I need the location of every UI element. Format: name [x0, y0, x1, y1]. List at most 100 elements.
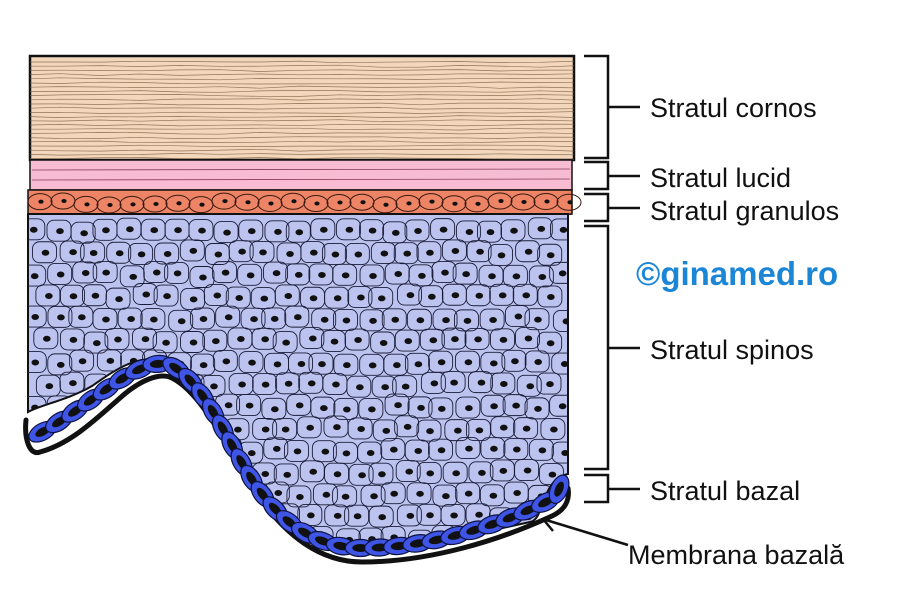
spinous-cell-nucleus: [538, 447, 547, 454]
spinous-cell: [178, 415, 204, 438]
spinous-cell: [515, 240, 541, 263]
spinous-cell-nucleus: [559, 226, 568, 233]
spinous-cell-nucleus: [522, 425, 531, 432]
spinous-cell-nucleus: [320, 226, 328, 233]
spinous-cell: [285, 263, 311, 286]
spinous-cell-nucleus: [392, 229, 400, 236]
spinous-cell-nucleus: [212, 338, 220, 345]
spinous-cell: [404, 439, 430, 462]
spinous-cell: [213, 221, 239, 244]
spinous-cell-nucleus: [235, 295, 244, 302]
spinous-cell: [143, 261, 169, 283]
stratum-spinosum: [27, 213, 569, 555]
granular-cell: [119, 195, 145, 213]
spinous-cell: [479, 308, 505, 331]
spinous-cell-nucleus: [414, 361, 423, 368]
spinous-cell: [296, 416, 322, 439]
spinous-cell: [249, 240, 275, 263]
granular-cell-nucleus: [337, 200, 343, 205]
spinous-cell: [419, 328, 445, 351]
basal-cell-nucleus: [149, 359, 166, 368]
spinous-cell-nucleus: [246, 534, 254, 541]
spinous-cell-nucleus: [164, 512, 172, 519]
corneum-fiber: [30, 90, 574, 93]
spinous-cell: [252, 373, 278, 396]
spinous-cell-nucleus: [102, 227, 110, 234]
spinous-cell-nucleus: [464, 490, 473, 497]
spinous-cell-nucleus: [43, 335, 51, 342]
basal-cell-nucleus: [538, 497, 553, 508]
spinous-cell: [129, 415, 155, 438]
spinous-cell-nucleus: [437, 405, 446, 412]
spinous-cell-nucleus: [414, 448, 423, 455]
spinous-cell-nucleus: [30, 273, 39, 280]
spinous-cell-nucleus: [391, 316, 400, 323]
spinous-cell-nucleus: [189, 247, 198, 254]
spinous-cell-nucleus: [261, 381, 270, 388]
spinous-cell: [455, 396, 481, 419]
granular-cell: [142, 195, 168, 213]
spinous-cell-nucleus: [426, 249, 434, 256]
spinous-cell-nucleus: [177, 318, 186, 325]
spinous-cell-nucleus: [404, 338, 413, 345]
spinous-cell: [84, 506, 110, 529]
spinous-cell-nucleus: [490, 403, 498, 410]
spinous-cell: [69, 441, 95, 464]
spinous-cell: [550, 218, 568, 241]
spinous-cell: [441, 327, 467, 350]
label-stratum-corneum: Stratul cornos: [650, 93, 817, 123]
spinous-cell-nucleus: [452, 470, 460, 477]
corneum-fiber: [30, 102, 574, 106]
spinous-cell-nucleus: [222, 358, 231, 365]
spinous-cell-nucleus: [513, 538, 521, 545]
spinous-cell-nucleus: [130, 535, 139, 542]
spinous-cell-nucleus: [78, 314, 86, 321]
spinous-cell: [95, 526, 121, 549]
spinous-cell: [180, 331, 205, 353]
spinous-cell-nucleus: [546, 252, 555, 259]
granular-cell: [211, 192, 237, 210]
spinous-cell-nucleus: [190, 512, 198, 519]
spinous-cell-nucleus: [345, 226, 354, 233]
membrane-pointer-line: [545, 518, 629, 547]
spinous-cell: [464, 327, 490, 350]
spinous-cell: [106, 241, 132, 264]
spinous-cell-nucleus: [322, 491, 331, 498]
spinous-cell-nucleus: [406, 292, 415, 299]
spinous-cell-nucleus: [198, 448, 207, 455]
spinous-cell-nucleus: [221, 269, 230, 276]
spinous-cell: [359, 219, 385, 242]
spinous-cell: [117, 307, 143, 330]
spinous-cell-nucleus: [261, 336, 269, 343]
spinous-cell: [94, 441, 120, 464]
spinous-cell-nucleus: [245, 402, 254, 409]
spinous-cell-nucleus: [153, 404, 161, 411]
stratum-basale: [23, 354, 571, 565]
corneum-fiber: [30, 60, 574, 64]
spinous-cell: [34, 463, 60, 486]
granular-cell-nucleus: [498, 199, 504, 204]
spinous-cell-nucleus: [512, 402, 520, 409]
granular-cell-nucleus: [130, 202, 136, 207]
spinous-cell-nucleus: [150, 316, 158, 323]
spinous-cell: [120, 527, 146, 550]
spinous-cell-nucleus: [378, 514, 387, 521]
spinous-cell: [190, 353, 216, 376]
spinous-cell: [370, 242, 396, 264]
granular-cell-nucleus: [222, 199, 228, 204]
corneum-fiber: [30, 157, 574, 160]
spinous-cell: [228, 240, 254, 263]
corneum-fiber: [30, 69, 574, 72]
spinous-cell-nucleus: [513, 490, 521, 497]
spinous-cell-nucleus: [439, 226, 448, 233]
spinous-cell: [144, 481, 170, 504]
membrane-pointer-arrowhead: [540, 511, 559, 532]
spinous-cell-nucleus: [524, 335, 533, 342]
spinous-cell-nucleus: [321, 448, 330, 455]
spinous-cell: [132, 283, 158, 305]
spinous-cell-nucleus: [451, 247, 460, 254]
spinous-cell-nucleus: [406, 512, 415, 519]
spinous-cell-nucleus: [354, 337, 362, 344]
spinous-cell: [468, 371, 493, 394]
spinous-cell-nucleus: [342, 450, 351, 457]
